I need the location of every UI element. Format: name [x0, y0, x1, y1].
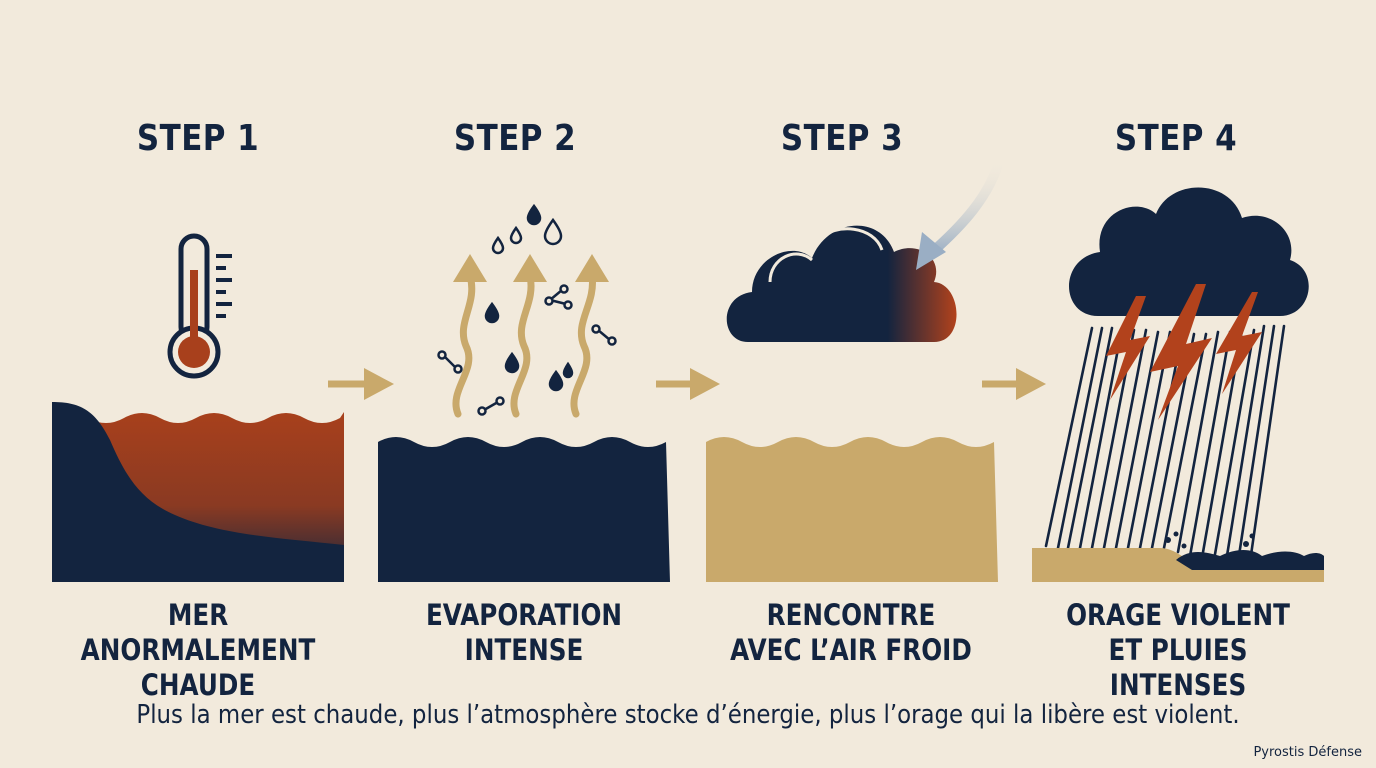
water-droplets [484, 203, 574, 392]
rain-lines [1044, 324, 1286, 564]
warm-sea-wave [52, 412, 344, 423]
step-1-label-line-1: MER ANORMALEMENT [80, 598, 316, 667]
splash-icon [1165, 531, 1255, 549]
cloud-icon [726, 225, 957, 342]
tagline: Plus la mer est chaude, plus l’atmosphèr… [136, 700, 1240, 730]
evaporating-sea [378, 437, 670, 582]
cold-air-arrow-icon [916, 153, 1005, 270]
lightning-icon [1106, 284, 1262, 420]
step-1-title: STEP 1 [136, 118, 260, 159]
step-3-title: STEP 3 [780, 118, 904, 159]
step-2-scene [378, 203, 670, 582]
step-4-label-line-1: ORAGE VIOLENT [1066, 598, 1290, 632]
flood-water [1176, 550, 1324, 570]
step-1-label: MER ANORMALEMENT CHAUDE [62, 598, 334, 703]
step-2-label-line-1: EVAPORATION [425, 598, 623, 632]
step-2-title: STEP 2 [453, 118, 577, 159]
shore-ground [1032, 548, 1324, 582]
storm-cloud-icon [1069, 187, 1309, 316]
thermometer-icon [167, 233, 232, 379]
brand-name: Pyrostis Défense [1253, 745, 1362, 760]
step-arrow-2 [656, 368, 720, 400]
step-3-label-line-1: RENCONTRE [766, 598, 936, 632]
step-3-label: RENCONTRE AVEC L’AIR FROID [715, 598, 987, 668]
step-4-label-line-2: ET PLUIES INTENSES [1108, 633, 1248, 702]
step-arrow-1 [328, 368, 394, 400]
step-4-scene [1032, 187, 1324, 582]
step-1-label-line-2: CHAUDE [140, 668, 256, 702]
step-3-label-line-2: AVEC L’AIR FROID [730, 633, 972, 667]
step-2-label-line-2: INTENSE [464, 633, 584, 667]
step-3-scene [706, 153, 1005, 582]
step-1-scene [52, 233, 344, 582]
sand-sea [706, 437, 998, 582]
step-4-title: STEP 4 [1114, 118, 1238, 159]
deep-water-shape [52, 402, 344, 582]
step-2-label: EVAPORATION INTENSE [388, 598, 660, 668]
step-4-label: ORAGE VIOLENT ET PLUIES INTENSES [1042, 598, 1314, 703]
step-arrow-3 [982, 368, 1046, 400]
vapor-molecules [437, 284, 617, 416]
evaporation-icon [452, 272, 596, 418]
